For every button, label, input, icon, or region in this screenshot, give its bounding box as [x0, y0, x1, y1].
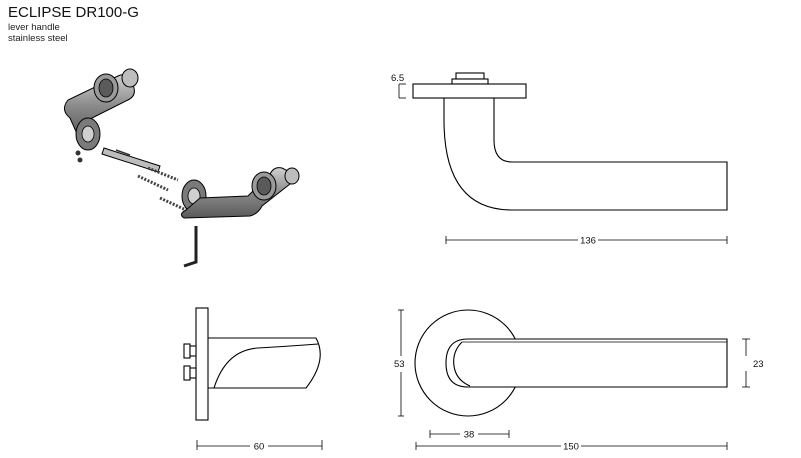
top-view: 6.5 136 — [391, 72, 728, 247]
dim-spindle-offset: 38 — [464, 430, 475, 441]
exploded-isometric-view — [64, 68, 300, 268]
product-title: ECLIPSE DR100-G — [8, 4, 139, 21]
front-view: 53 23 38 150 — [394, 309, 764, 453]
dim-rose-height: 6.5 — [391, 73, 404, 84]
side-view: 60 — [183, 307, 323, 453]
product-header: ECLIPSE DR100-G lever handle stainless s… — [8, 4, 139, 44]
dim-lever-diameter: 23 — [753, 359, 764, 370]
dim-rose-depth: 60 — [254, 442, 265, 453]
dim-lever-length: 150 — [563, 442, 579, 453]
dim-rose-diameter: 53 — [394, 359, 405, 370]
dim-lever-length-top: 136 — [580, 236, 596, 247]
product-type: lever handle — [8, 22, 60, 33]
product-material: stainless steel — [8, 33, 68, 44]
